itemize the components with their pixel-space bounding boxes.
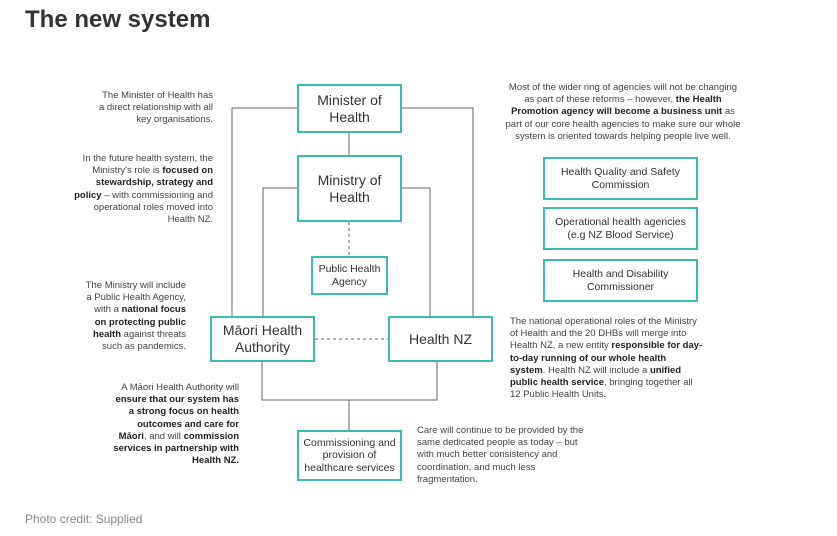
hdc-box: Health and Disability Commissioner [543, 259, 698, 302]
note-maori-health-authority: A Māori Health Authority will ensure tha… [113, 382, 239, 467]
line-minister-maori [231, 107, 297, 316]
line-ministry-hnz [402, 187, 431, 316]
note-ministry: In the future health system, the Ministr… [74, 153, 213, 226]
note-health-nz: The national operational roles of the Mi… [510, 316, 703, 401]
photo-credit: Photo credit: Supplied [25, 512, 143, 526]
note-minister: The Minister of Health has a direct rela… [98, 90, 213, 126]
hqsc-box: Health Quality and Safety Commission [543, 157, 698, 200]
health-nz-box: Health NZ [388, 316, 493, 362]
commissioning-box: Commissioning and provision of healthcar… [297, 430, 402, 481]
public-health-agency-box: Public Health Agency [311, 256, 388, 295]
note-public-health-agency: The Ministry will include a Public Healt… [85, 280, 186, 353]
ministry-of-health-box: Ministry of Health [297, 155, 402, 222]
note-care: Care will continue to be provided by the… [417, 425, 584, 485]
minister-of-health-box: Minister of Health [297, 84, 402, 133]
page-title: The new system [25, 6, 211, 33]
note-wider-agencies: Most of the wider ring of agencies will … [505, 82, 741, 142]
line-minister-hnz [402, 107, 474, 316]
line-ministry-maori [262, 187, 297, 316]
maori-health-authority-box: Māori Health Authority [210, 316, 315, 362]
operational-agencies-box: Operational health agencies (e.g NZ Bloo… [543, 207, 698, 250]
line-bottom-frame [261, 362, 438, 401]
